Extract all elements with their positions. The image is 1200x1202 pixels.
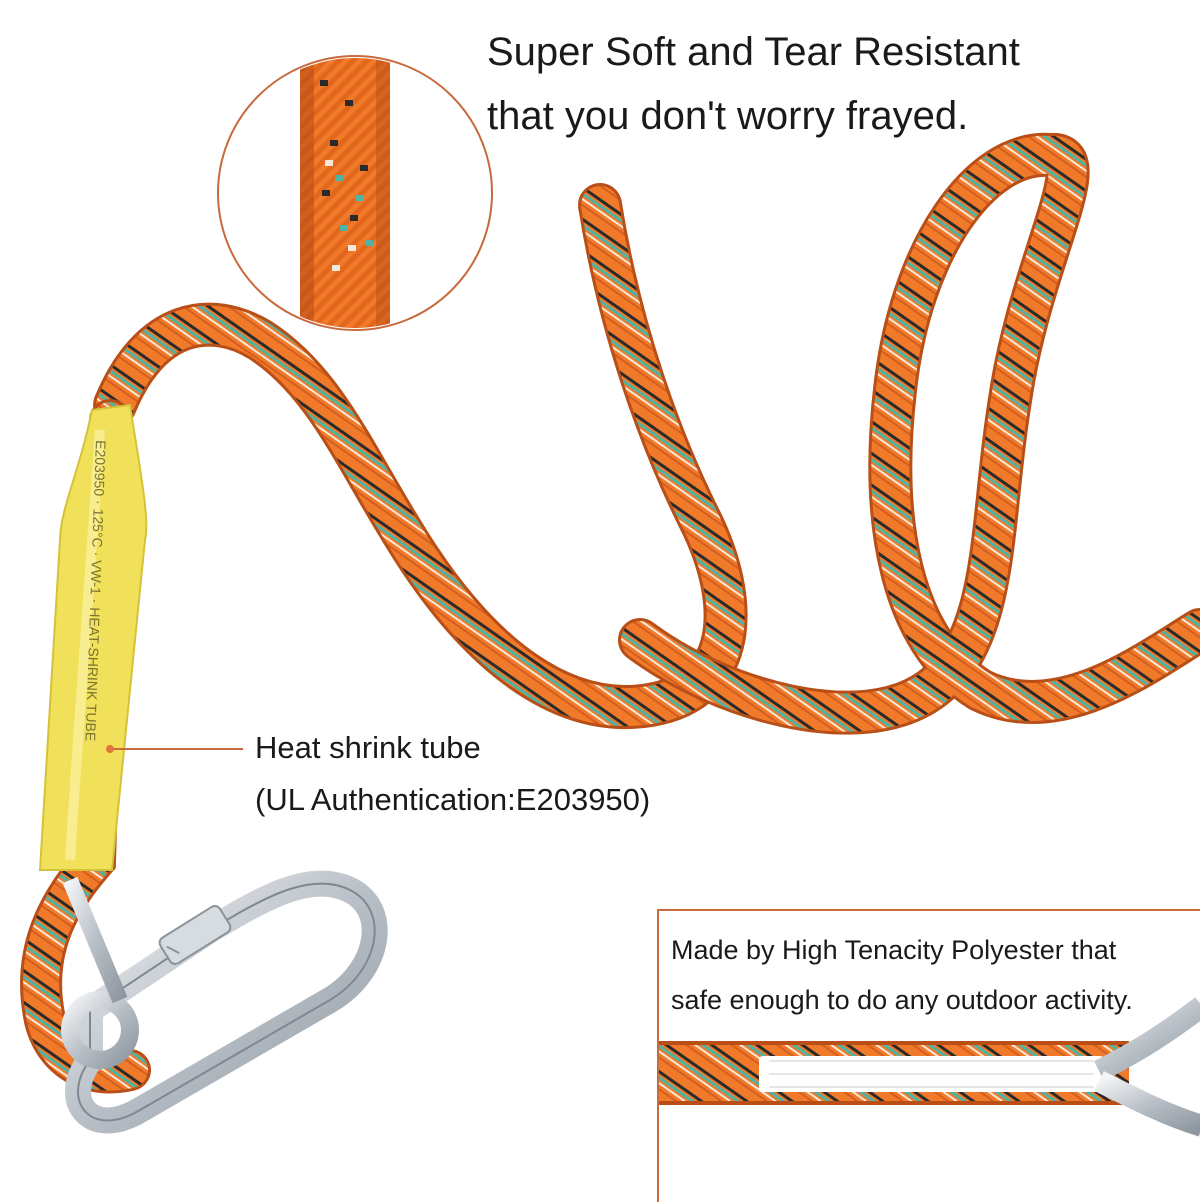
inset-line-1: Made by High Tenacity Polyester that [671, 935, 1117, 965]
callout-line-2: (UL Authentication:E203950) [255, 782, 651, 817]
heat-shrink-tube: E203950 · 125°C · VW-1 · HEAT-SHRINK TUB… [38, 403, 148, 871]
callout-line-1: Heat shrink tube [255, 730, 481, 765]
headline-line-2: that you don't worry frayed. [487, 94, 969, 138]
inset-line-2: safe enough to do any outdoor activity. [671, 985, 1133, 1015]
carabiner-icon [61, 870, 388, 1134]
headline-line-1: Super Soft and Tear Resistant [487, 30, 1020, 74]
stitched-splice-icon [659, 997, 1200, 1137]
inset-text: Made by High Tenacity Polyester that saf… [671, 925, 1133, 1025]
headline: Super Soft and Tear Resistant that you d… [487, 20, 1187, 148]
rope-closeup-icon [217, 55, 493, 331]
material-inset: Made by High Tenacity Polyester that saf… [657, 909, 1200, 1202]
heat-shrink-callout: Heat shrink tube (UL Authentication:E203… [255, 722, 650, 826]
